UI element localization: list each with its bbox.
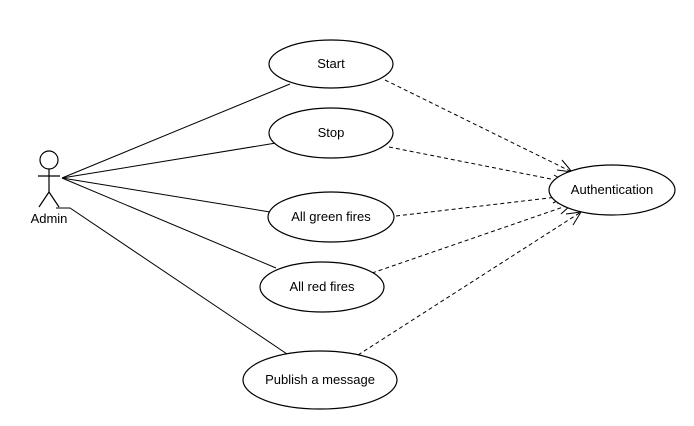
association-red — [61, 177, 277, 269]
use-case-label: Authentication — [571, 182, 653, 197]
use-case-label: All red fires — [289, 279, 355, 294]
use-case-label: Start — [317, 56, 345, 71]
dependency-red — [371, 203, 573, 274]
association-start — [61, 83, 291, 179]
association-green — [61, 177, 271, 213]
use-case-stop: Stop — [268, 107, 394, 159]
associations — [56, 83, 291, 357]
use-case-label: All green fires — [291, 209, 371, 224]
use-case-red: All red fires — [259, 261, 385, 313]
use-case-publish: Publish a message — [242, 350, 398, 410]
dependency-green — [395, 195, 567, 217]
use-case-label: Publish a message — [265, 372, 375, 387]
association-publish — [56, 207, 291, 357]
use-case-start: Start — [268, 39, 394, 89]
actor-admin: Admin — [31, 150, 68, 226]
dependency-stop — [388, 146, 567, 183]
dependency-publish — [357, 211, 582, 356]
association-stop — [61, 142, 277, 179]
actor-stick-figure-icon — [38, 150, 60, 208]
use-case-green: All green fires — [267, 191, 395, 243]
actor-label: Admin — [31, 211, 68, 226]
arrowhead-start — [556, 159, 574, 173]
use-case-authentication: Authentication — [548, 164, 676, 216]
dependency-start — [384, 79, 573, 173]
use-case-label: Stop — [318, 125, 345, 140]
